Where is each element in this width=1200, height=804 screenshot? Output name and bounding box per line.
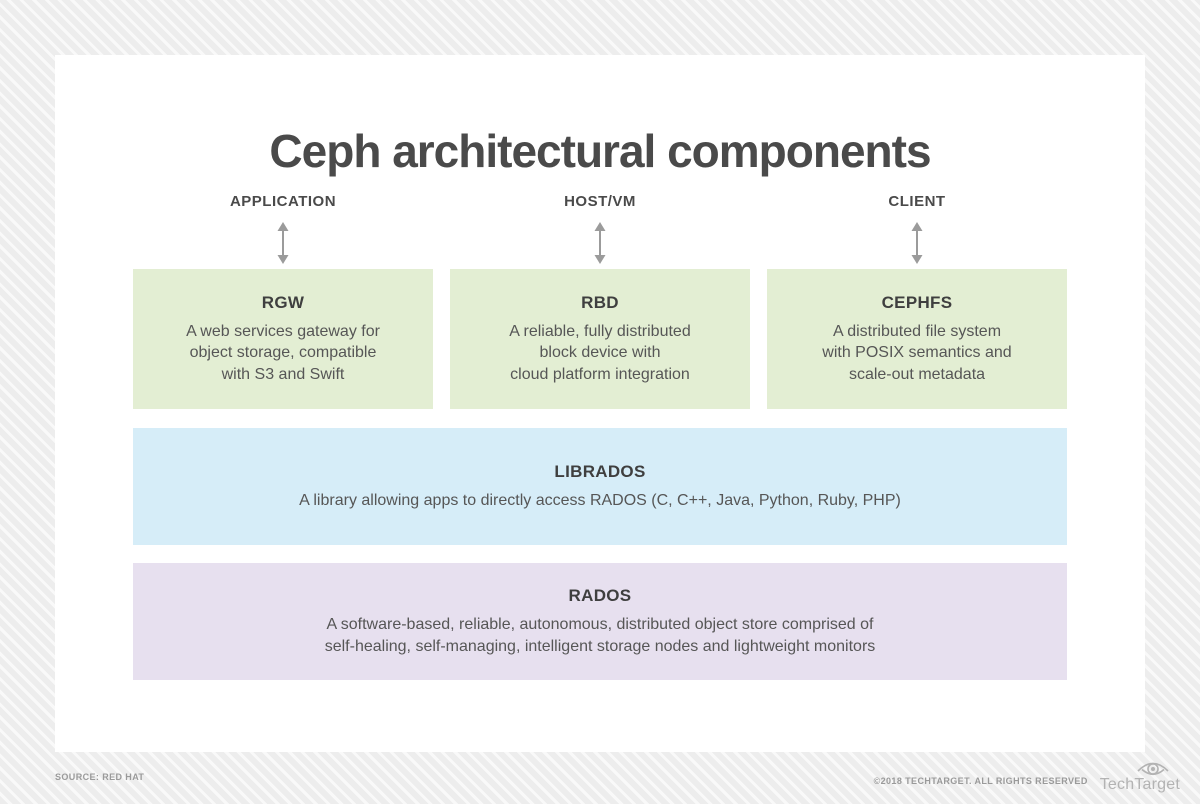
- component-description: A web services gateway for object storag…: [186, 323, 380, 383]
- page-title: Ceph architectural components: [269, 124, 931, 177]
- double-arrow-icon: [450, 222, 750, 264]
- double-arrow-icon: [133, 222, 433, 264]
- column-application: APPLICATION: [133, 193, 433, 264]
- source-label: SOURCE: RED HAT: [55, 772, 145, 782]
- column-hostvm: HOST/VM: [450, 193, 750, 264]
- column-client: CLIENT: [767, 193, 1067, 264]
- layer-box-librados: LIBRADOS A library allowing apps to dire…: [133, 428, 1067, 545]
- component-box-cephfs: CEPHFS A distributed file system with PO…: [767, 269, 1067, 409]
- footer-right: ©2018 TECHTARGET. ALL RIGHTS RESERVED Te…: [874, 760, 1180, 794]
- component-name: CEPHFS: [881, 293, 953, 313]
- column-label-application: APPLICATION: [229, 193, 337, 210]
- techtarget-logo: TechTarget: [1100, 760, 1180, 794]
- eye-target-icon: [1137, 762, 1169, 776]
- access-layer-row: APPLICATION HOST/VM CLIENT: [133, 193, 1067, 264]
- column-label-client: CLIENT: [888, 193, 946, 210]
- layer-box-rados: RADOS A software-based, reliable, autono…: [133, 563, 1067, 680]
- brand-name: TechTarget: [1099, 776, 1180, 793]
- component-description: A distributed file system with POSIX sem…: [822, 323, 1012, 383]
- component-boxes-row: RGW A web services gateway for object st…: [133, 269, 1067, 409]
- diagram-card: Ceph architectural components APPLICATIO…: [55, 55, 1145, 752]
- column-label-hostvm: HOST/VM: [564, 193, 636, 210]
- layer-description: A software-based, reliable, autonomous, …: [324, 616, 876, 655]
- layer-name: RADOS: [568, 586, 632, 606]
- component-name: RGW: [261, 293, 305, 313]
- layer-name: LIBRADOS: [554, 461, 646, 481]
- component-description: A reliable, fully distributed block devi…: [509, 323, 691, 383]
- component-box-rgw: RGW A web services gateway for object st…: [133, 269, 433, 409]
- layer-description: A library allowing apps to directly acce…: [299, 491, 901, 509]
- component-box-rbd: RBD A reliable, fully distributed block …: [450, 269, 750, 409]
- component-name: RBD: [581, 293, 619, 313]
- copyright-text: ©2018 TECHTARGET. ALL RIGHTS RESERVED: [873, 776, 1088, 786]
- footer: SOURCE: RED HAT ©2018 TECHTARGET. ALL RI…: [55, 752, 1180, 802]
- double-arrow-icon: [767, 222, 1067, 264]
